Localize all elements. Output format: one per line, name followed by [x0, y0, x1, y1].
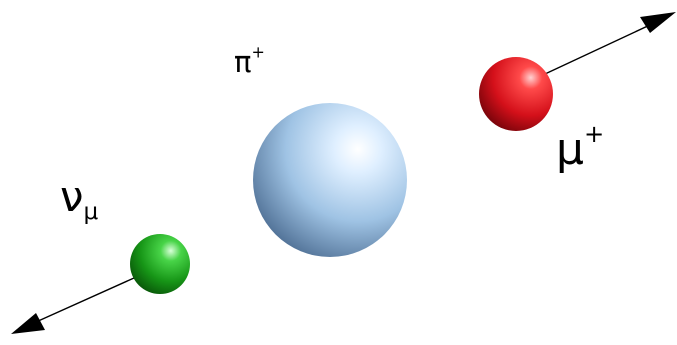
pion-charge: +: [251, 42, 265, 62]
muon-sphere-icon: [479, 57, 553, 131]
muon-label: μ+: [556, 122, 604, 172]
pion-label: π+: [234, 44, 265, 79]
neutrino-arrow-shaft: [35, 277, 135, 323]
neutrino-symbol: ν: [60, 172, 84, 221]
neutrino-sphere-icon: [130, 234, 190, 294]
pion-sphere-icon: [253, 103, 407, 257]
muon-arrow-shaft: [544, 23, 653, 75]
muon-charge: +: [584, 120, 605, 149]
arrow-down-left-icon: [11, 313, 45, 334]
arrow-up-right-icon: [640, 12, 676, 33]
pion-symbol: π: [234, 45, 252, 79]
muon-symbol: μ: [556, 124, 584, 175]
neutrino-flavor-subscript: μ: [83, 199, 99, 226]
muon-arrow: [544, 12, 676, 75]
neutrino-arrow: [11, 277, 135, 334]
neutrino-label: νμ: [60, 176, 98, 224]
